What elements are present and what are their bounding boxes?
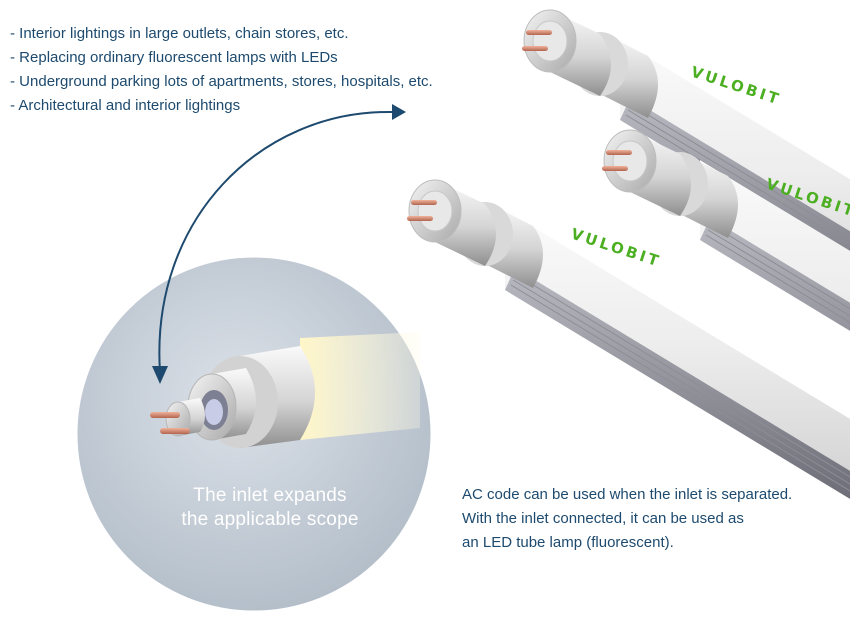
usage-item: Underground parking lots of apartments, … — [10, 70, 433, 94]
pointer-arrow — [152, 104, 406, 384]
circle-caption: The inlet expands the applicable scope — [150, 484, 390, 532]
caption-line: The inlet expands — [193, 485, 347, 506]
inlet-closeup — [150, 346, 315, 448]
usage-item: Architectural and interior lightings — [10, 94, 433, 118]
usage-item: Interior lightings in large outlets, cha… — [10, 22, 433, 46]
description-line: With the inlet connected, it can be used… — [462, 510, 744, 527]
usage-list: Interior lightings in large outlets, cha… — [10, 22, 433, 118]
description-line: an LED tube lamp (fluorescent). — [462, 534, 674, 551]
usage-item: Replacing ordinary fluorescent lamps wit… — [10, 46, 433, 70]
description-line: AC code can be used when the inlet is se… — [462, 486, 793, 503]
caption-line: the applicable scope — [181, 509, 359, 530]
inlet-description: AC code can be used when the inlet is se… — [462, 483, 792, 555]
